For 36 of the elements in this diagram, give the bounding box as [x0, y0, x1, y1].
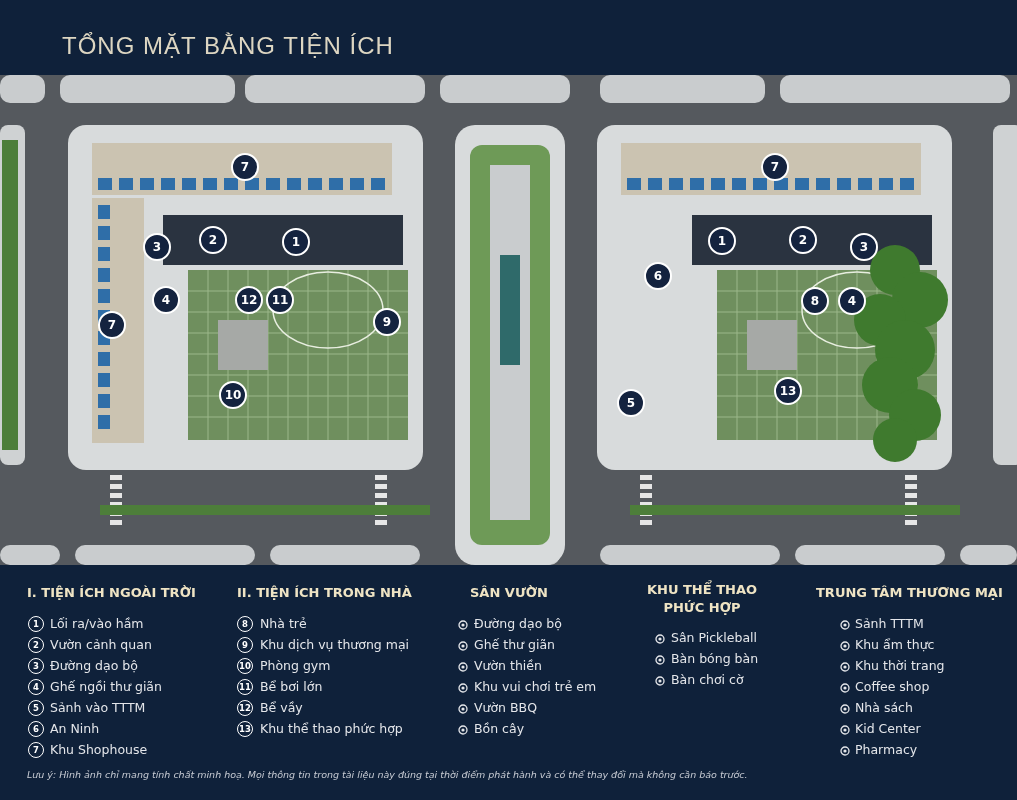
legend-text: Khu dịch vụ thương mại [260, 637, 410, 653]
legend-text: Vườn cảnh quan [50, 637, 152, 653]
legend-text: Coffee shop [855, 679, 930, 695]
section-heading: TRUNG TÂM THƯƠNG MẠI [816, 584, 1003, 602]
section-heading: I. TIỆN ÍCH NGOÀI TRỜI [27, 584, 196, 602]
legend-text: Vườn BBQ [474, 700, 537, 716]
legend-text: Kid Center [855, 721, 921, 737]
legend-text: Ghế ngồi thư giãn [50, 679, 162, 695]
legend-text: Vườn thiền [474, 658, 542, 674]
legend-text: Khu thể thao phức hợp [260, 721, 403, 737]
legend-text: Bồn cây [474, 721, 525, 737]
section-heading: KHU THỂ THAO PHỨC HỢP [645, 581, 759, 617]
legend-text: Sảnh vào TTTM [50, 700, 146, 716]
legend-text: Pharmacy [855, 742, 918, 758]
legend-text: Phòng gym [260, 658, 331, 674]
legend-text: Khu ẩm thực [855, 637, 935, 653]
legend-text: Đường dạo bộ [474, 616, 562, 632]
legend-text: Khu Shophouse [50, 742, 148, 758]
legend-text: Nhà trẻ [260, 616, 307, 632]
legend-text: Sảnh TTTM [855, 616, 924, 632]
legend-text: Ghế thư giãn [474, 637, 555, 653]
section-heading: SÂN VƯỜN [470, 584, 548, 602]
page-title: TỔNG MẶT BẰNG TIỆN ÍCH [62, 31, 394, 61]
legend-text: Nhà sách [855, 700, 913, 716]
legend-text: Bàn chơi cờ [671, 672, 744, 688]
legend-text: Bể vầy [260, 700, 303, 716]
legend-text: Khu vui chơi trẻ em [474, 679, 597, 695]
legend-text: An Ninh [50, 721, 100, 737]
footnote: Lưu ý: Hình ảnh chỉ mang tính chất minh hoạ. Mọi thông tin trong tài liệu này đúng tại thời điểm phát hành và có thể thay đổi mà không cần báo trước. [27, 768, 748, 782]
legend-text: Sân Pickleball [671, 630, 758, 646]
legend-text: Bàn bóng bàn [671, 651, 759, 667]
section-heading: II. TIỆN ÍCH TRONG NHÀ [237, 584, 412, 602]
legend-text: Khu thời trang [855, 658, 945, 674]
legend-text: Đường dạo bộ [50, 658, 138, 674]
legend-text: Lối ra/vào hầm [50, 616, 144, 632]
legend-text: Bể bơi lớn [260, 679, 323, 695]
